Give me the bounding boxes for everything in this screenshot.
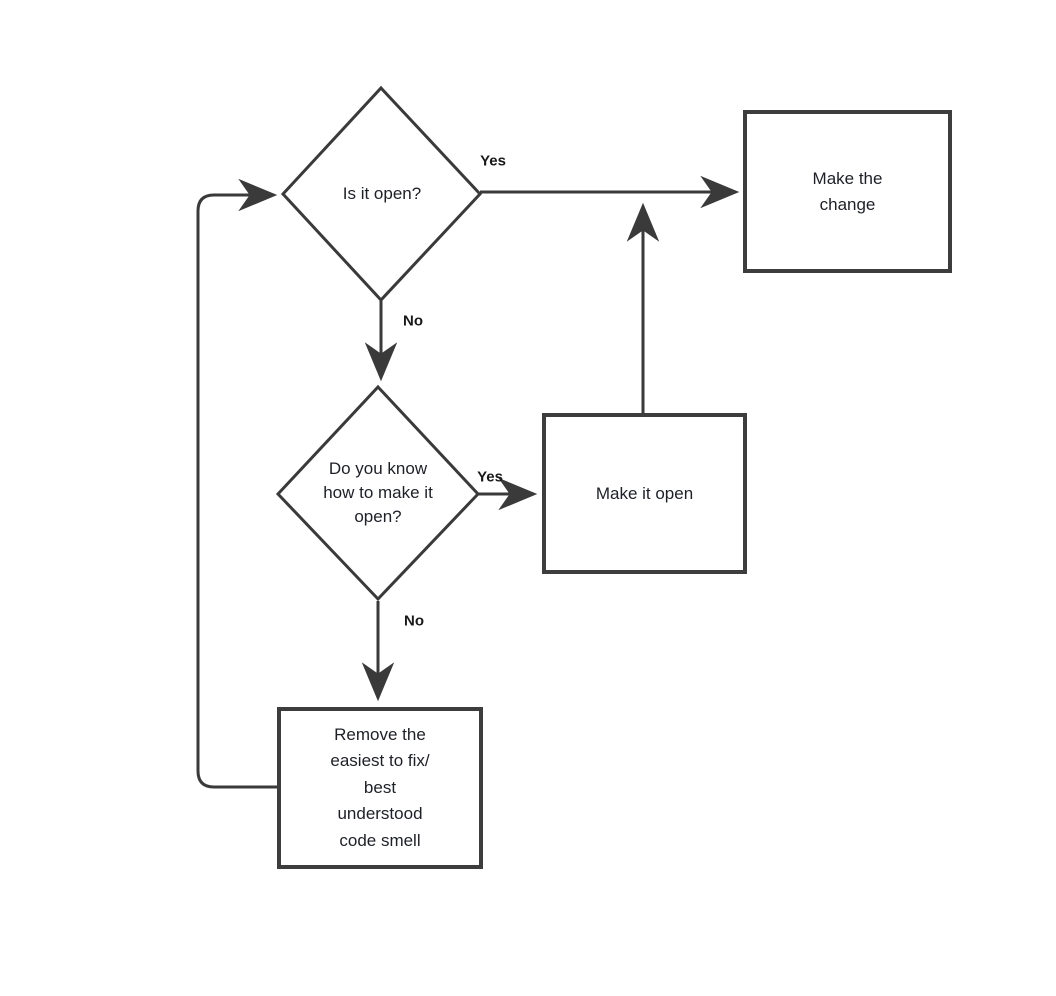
decision-diamond-is-it-open xyxy=(280,85,483,303)
node-make-it-open-label: Make it open xyxy=(595,483,694,503)
edge-label-know-how-no: No xyxy=(404,612,424,630)
node-remove-code-smell-label: Remove the easiest to fix/ best understo… xyxy=(330,725,430,850)
edge-label-is-it-open-no: No xyxy=(403,312,423,330)
node-make-the-change: Make the change xyxy=(743,110,952,273)
edge-loop-back-arrow xyxy=(196,178,278,789)
edge-label-know-how-yes: Yes xyxy=(477,468,503,486)
edge-label-is-it-open-yes: Yes xyxy=(480,152,506,170)
node-make-the-change-label: Make the change xyxy=(812,169,883,214)
decision-diamond-know-how xyxy=(275,384,481,602)
node-make-it-open: Make it open xyxy=(542,413,747,574)
node-remove-code-smell: Remove the easiest to fix/ best understo… xyxy=(277,707,483,869)
